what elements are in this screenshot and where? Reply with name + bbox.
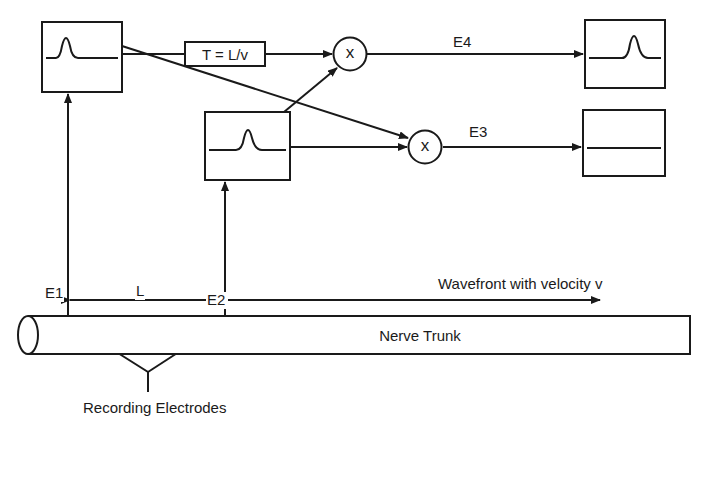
node-text: T = L/v xyxy=(202,46,248,63)
pulse-trace xyxy=(209,130,286,150)
delay-box: T = L/v xyxy=(184,41,266,67)
annotation-label: Wavefront with velocity v xyxy=(437,276,604,293)
signal-wire xyxy=(443,146,581,148)
annotation-label: E1 xyxy=(44,285,64,302)
node-text: x xyxy=(421,137,430,154)
dimension-line xyxy=(70,299,223,301)
annotation-label: L xyxy=(135,283,145,300)
annotation-label: E3 xyxy=(468,124,488,141)
scope-screen xyxy=(583,110,665,176)
annotation-label: Recording Electrodes xyxy=(82,400,227,417)
nerve-trunk: Nerve Trunk xyxy=(16,314,692,356)
wavefront-arrow xyxy=(228,299,600,301)
signal-wire xyxy=(284,68,337,112)
pulse-trace xyxy=(589,36,661,58)
scope-screen xyxy=(42,22,122,92)
multiplier-circle: x xyxy=(407,129,443,165)
multiplier-circle: x xyxy=(332,36,368,72)
node-text: Nerve Trunk xyxy=(379,327,461,344)
signal-wire xyxy=(290,146,407,148)
annotation-label: E2 xyxy=(206,292,226,309)
electrode-lead xyxy=(67,94,69,318)
pulse-trace xyxy=(46,38,118,58)
signal-connector xyxy=(266,53,332,55)
signal-wire xyxy=(366,53,583,55)
signal-wire xyxy=(122,53,184,55)
scope-screen xyxy=(585,20,665,88)
node-text: x xyxy=(346,44,355,61)
scope-screen xyxy=(205,112,290,180)
flat-trace xyxy=(587,147,661,149)
annotation-label: E4 xyxy=(452,34,472,51)
cylinder-outline xyxy=(16,314,692,356)
